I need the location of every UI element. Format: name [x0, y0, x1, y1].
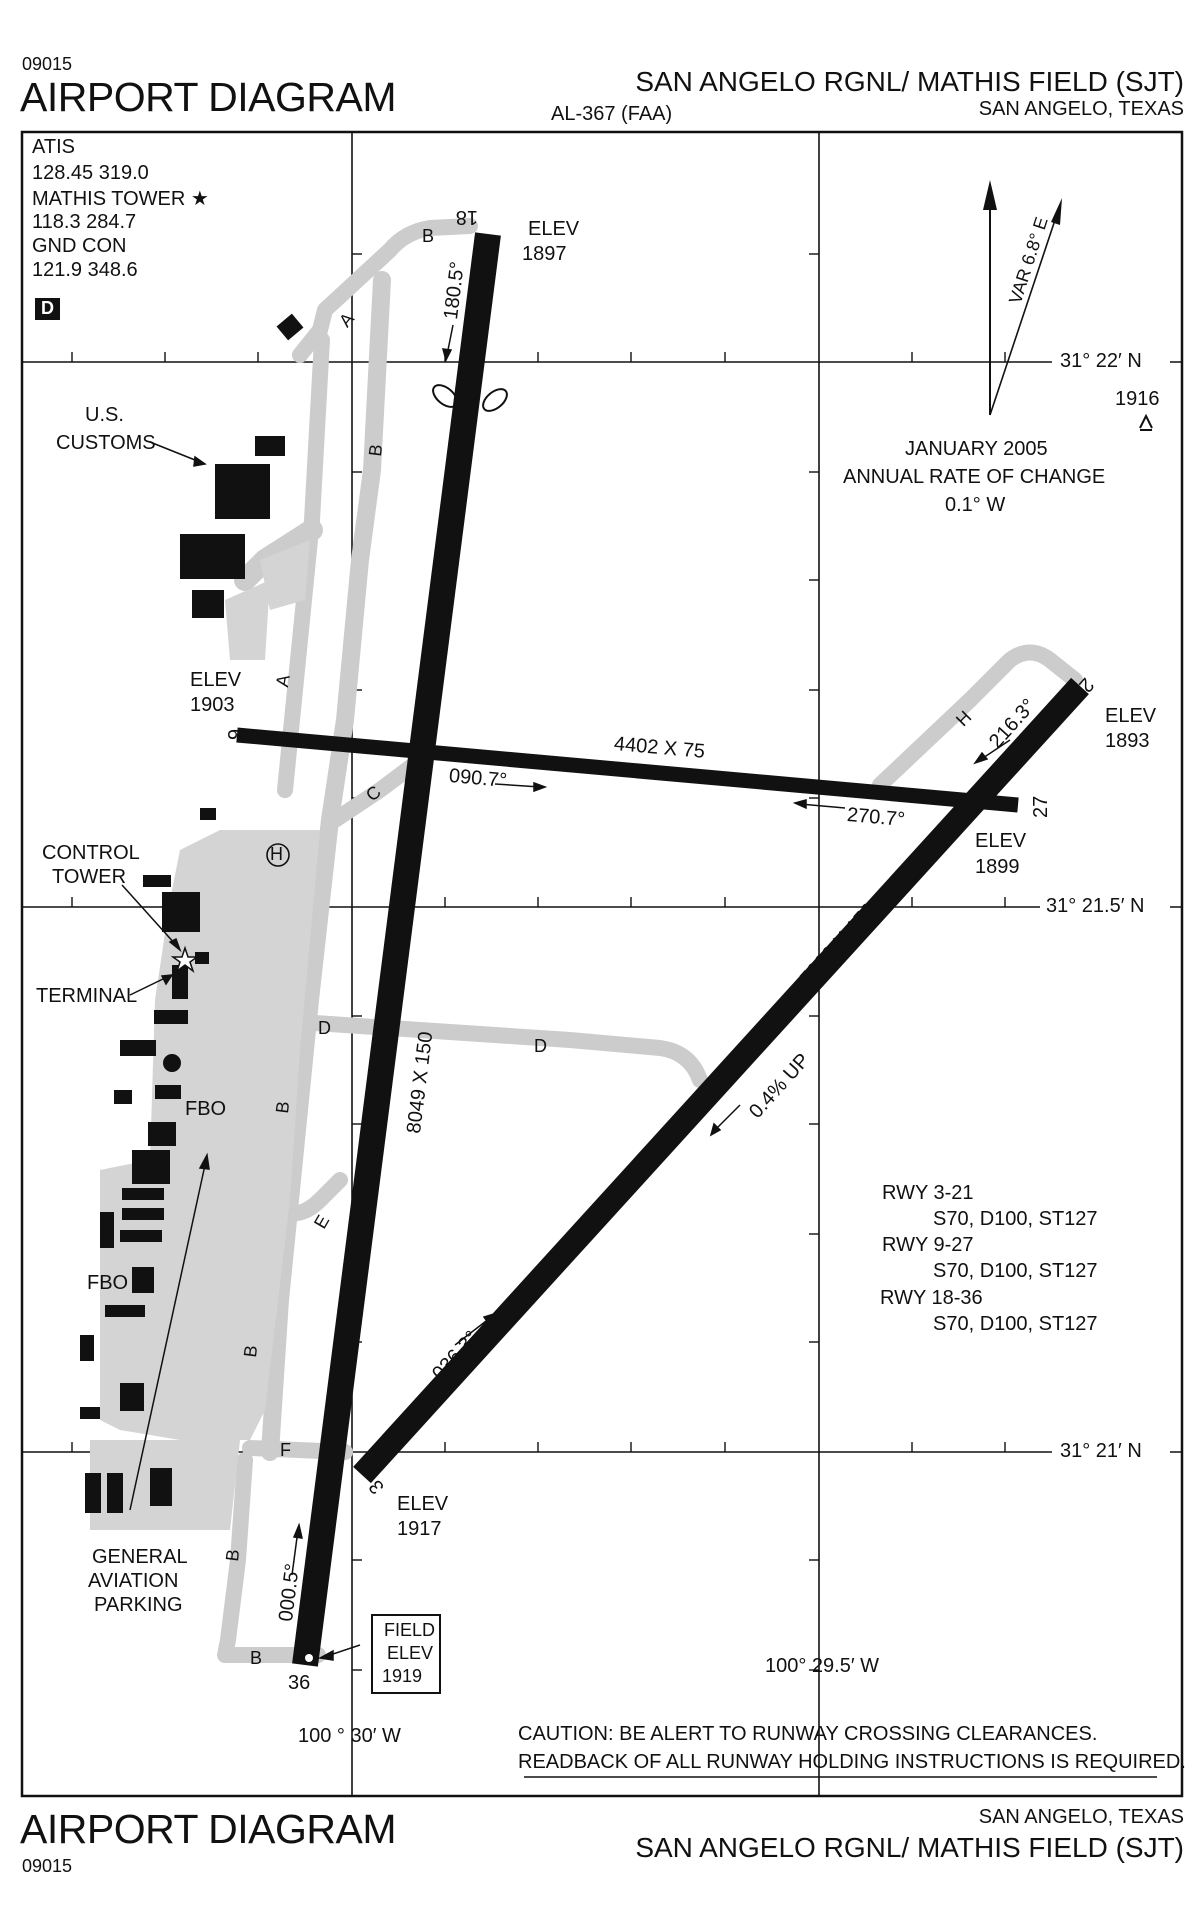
taxiway-b-label-top: B	[422, 226, 435, 246]
tower-freq: 118.3 284.7	[32, 211, 137, 233]
rwy-9-elev-label: ELEV	[190, 669, 242, 691]
obstacle-icon	[1139, 413, 1153, 431]
taxiway-d-label-west: D	[318, 1018, 331, 1038]
location-bottom: SAN ANGELO, TEXAS	[978, 1806, 1184, 1828]
lon-100-30: 100 ° 30′ W	[298, 1725, 401, 1747]
rwy-3-elev: 1917	[397, 1518, 442, 1540]
fbo-label-1: FBO	[185, 1098, 227, 1120]
rwy-27-elev: 1899	[975, 856, 1020, 878]
caution-line-2: READBACK OF ALL RUNWAY HOLDING INSTRUCTI…	[518, 1751, 1186, 1773]
main-apron	[100, 830, 320, 1440]
rwy-18-number: 18	[455, 206, 478, 228]
label-pointers	[121, 441, 361, 1661]
mag-date: JANUARY 2005	[905, 438, 1048, 460]
buildings	[80, 313, 304, 1513]
rwy-27-heading: 270.7°	[846, 804, 906, 831]
rwy-18-elev: 1897	[522, 243, 567, 265]
field-elev-dot	[305, 1654, 313, 1662]
d-badge: D	[41, 298, 54, 318]
rwy-27-number: 27	[1030, 795, 1052, 818]
true-north-arrow	[983, 180, 997, 415]
strength-rwy-18-36: RWY 18-36	[880, 1287, 983, 1309]
map-frame	[20, 130, 1184, 1798]
runway-18-36	[292, 232, 501, 1667]
caution-line-1: CAUTION: BE ALERT TO RUNWAY CROSSING CLE…	[518, 1723, 1098, 1745]
heliport-label: H	[270, 844, 283, 864]
customs-label-1: U.S.	[85, 404, 124, 426]
chart-number-bottom: 09015	[22, 1856, 73, 1876]
customs-label-2: CUSTOMS	[56, 432, 156, 454]
control-tower-icon	[170, 945, 200, 974]
strength-rwy-3-21: RWY 3-21	[882, 1182, 974, 1204]
lat-31-22: 31° 22′ N	[1060, 350, 1142, 372]
field-elev-value: 1919	[382, 1666, 423, 1686]
rwy-9-number: 9	[225, 728, 247, 740]
runway-9-27	[236, 727, 1019, 813]
tower-label: MATHIS TOWER ★	[32, 188, 209, 210]
magnetic-north-arrow	[989, 198, 1062, 416]
d-badge-box	[35, 298, 60, 320]
page-title-bottom: AIRPORT DIAGRAM	[20, 1806, 397, 1852]
taxiway-b-label-north: B	[365, 443, 387, 458]
ga-parking-label-3: PARKING	[94, 1594, 183, 1616]
terminal-label: TERMINAL	[36, 985, 138, 1007]
taxiway-b-label-south: B	[240, 1344, 262, 1359]
fbo-label-2: FBO	[87, 1272, 129, 1294]
mag-rate-label: ANNUAL RATE OF CHANGE	[843, 466, 1106, 488]
heliport-icon	[266, 843, 290, 867]
control-tower-label-2: TOWER	[52, 866, 127, 888]
lat-31-21-5: 31° 21.5′ N	[1046, 895, 1145, 917]
airport-name-top: SAN ANGELO RGNL/ MATHIS FIELD (SJT)	[635, 66, 1184, 97]
chart-id: AL-367 (FAA)	[551, 103, 673, 125]
mag-rate: 0.1° W	[945, 494, 1006, 516]
rwy-21-elev-label: ELEV	[1105, 705, 1157, 727]
airport-name-bottom: SAN ANGELO RGNL/ MATHIS FIELD (SJT)	[635, 1832, 1184, 1863]
chart-number-top: 09015	[22, 54, 73, 74]
rwy-3-elev-label: ELEV	[397, 1493, 449, 1515]
taxiway-d-label-east: D	[534, 1036, 547, 1056]
ga-parking-label-2: AVIATION	[88, 1570, 179, 1592]
rwy-27-elev-label: ELEV	[975, 830, 1027, 852]
rwy-18-elev-label: ELEV	[528, 218, 580, 240]
north-apron	[260, 540, 310, 610]
gnd-freq: 121.9 348.6	[32, 259, 138, 281]
taxiway-b-label-bottom: B	[250, 1648, 263, 1668]
field-elev-box	[371, 1614, 441, 1694]
obstacle-elev: 1916	[1115, 388, 1160, 410]
taxiway-b-label-sw: B	[222, 1548, 244, 1563]
strength-rwy-3-21-values: S70, D100, ST127	[933, 1208, 1098, 1230]
field-elev-line2: ELEV	[387, 1643, 434, 1663]
rwy-9-heading: 090.7°	[448, 765, 508, 792]
control-tower-label-1: CONTROL	[42, 842, 140, 864]
strength-rwy-9-27: RWY 9-27	[882, 1234, 974, 1256]
windcone-icon	[432, 384, 508, 412]
taxiway-b-label-mid: B	[272, 1100, 294, 1115]
atis-freq: 128.45 319.0	[32, 162, 149, 184]
tower-star-icon: ★	[190, 188, 209, 210]
ga-parking-label-1: GENERAL	[92, 1546, 188, 1568]
strength-rwy-18-36-values: S70, D100, ST127	[933, 1313, 1098, 1335]
location-top: SAN ANGELO, TEXAS	[978, 98, 1184, 120]
rwy-36-number: 36	[288, 1672, 311, 1694]
strength-rwy-9-27-values: S70, D100, ST127	[933, 1260, 1098, 1282]
field-elev-line1: FIELD	[384, 1620, 436, 1640]
gnd-label: GND CON	[32, 235, 127, 257]
lat-31-21: 31° 21′ N	[1060, 1440, 1142, 1462]
page-title-top: AIRPORT DIAGRAM	[20, 74, 397, 120]
taxiway-f-label: F	[280, 1440, 291, 1460]
lon-100-29-5: 100° 29.5′ W	[765, 1655, 880, 1677]
rwy-21-elev: 1893	[1105, 730, 1150, 752]
rwy-9-elev: 1903	[190, 694, 235, 716]
runway-3-21	[353, 677, 1089, 1484]
atis-label: ATIS	[32, 136, 75, 158]
heading-arrows	[291, 324, 1011, 1576]
